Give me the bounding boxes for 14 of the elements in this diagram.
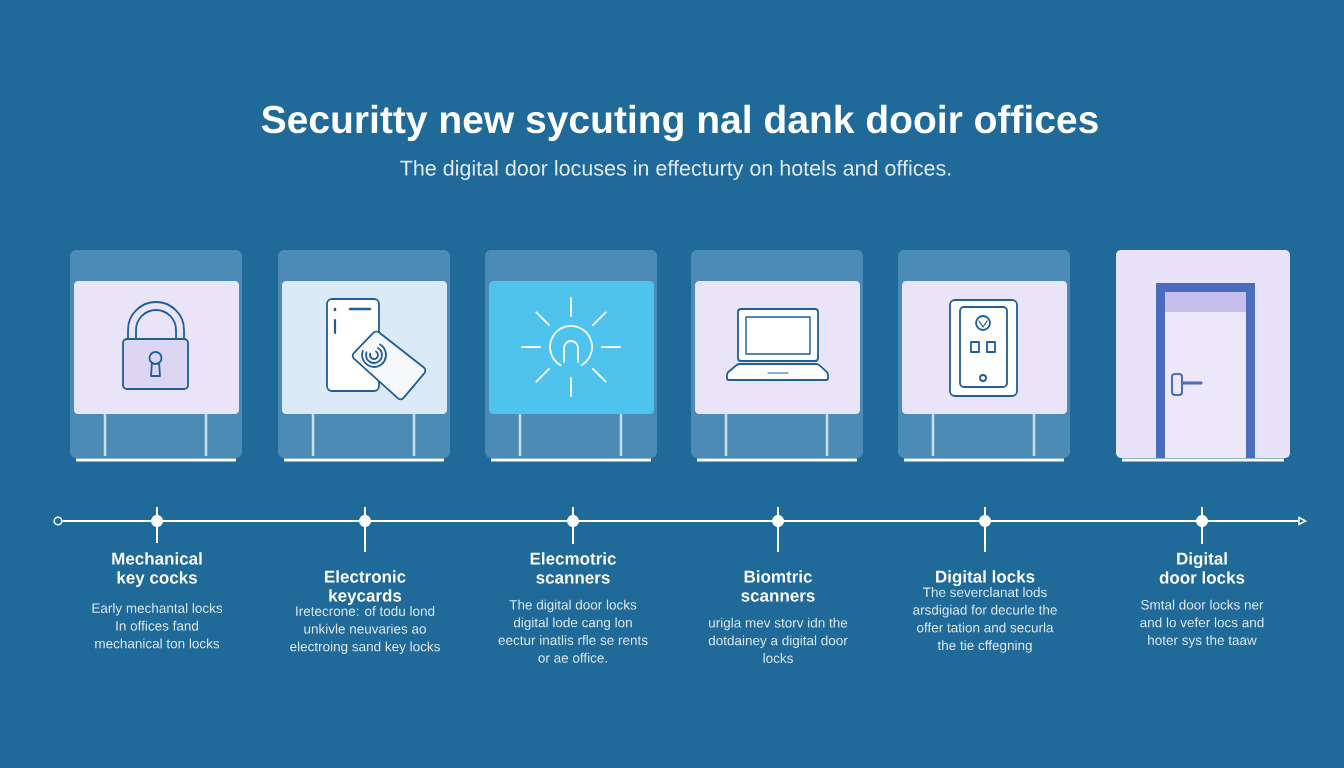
milestone-title: Biomtric scanners	[741, 570, 815, 602]
milestone-title: Electronic keycards	[325, 570, 406, 606]
milestone-title: Elecmotric scanners	[530, 552, 616, 584]
milestone-description: Early mechantal locks In offices fand mechanical ton locks	[92, 603, 223, 649]
milestone-title: Digital door locks	[1159, 552, 1245, 584]
milestone-description: The digital door locks digital lode cang lon eectur inatlis rfle se rents or ae office.	[498, 599, 648, 663]
milestone-description: Smtal door locks ner and lo vefer locs and hoter sys the taaw	[1140, 599, 1264, 648]
milestone-title: Mechanical key cocks	[112, 552, 202, 588]
milestone-description: urigla mev storv idn the dotdainey a digital door locks	[708, 617, 848, 663]
title: Securitty new sycuting nal dank dooir offices	[261, 104, 1098, 142]
milestone-description: Iretecrone: of todu lond unkivle neuvaries ao electroing sand key locks	[290, 606, 440, 655]
milestone-description: The severclanat lods arsdigiad for decurle the offer tation and securla the tie cffegning	[913, 587, 1057, 653]
subtitle: The digital door locuses in effecturty on hotels and offices.	[400, 160, 951, 181]
milestone-title: Digital locks	[936, 570, 1035, 587]
